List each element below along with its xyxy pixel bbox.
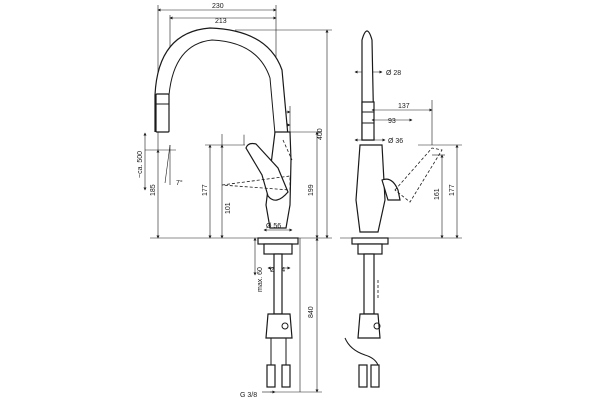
- mount-nut: [263, 243, 293, 255]
- side-hose-weight: [357, 313, 381, 339]
- side-body: [355, 144, 386, 233]
- weight-detail: [281, 322, 289, 330]
- spray-head: [155, 93, 170, 133]
- side-spray-head: [361, 101, 375, 141]
- dim-overall-reach: 230: [212, 3, 224, 10]
- shank: [273, 253, 283, 315]
- side-fitting-right: [370, 364, 380, 388]
- angle-line: [164, 144, 171, 184]
- hose-weight: [265, 313, 293, 339]
- dim-body-dia: Ø 36: [388, 138, 403, 145]
- base-plate: [257, 237, 299, 245]
- side-mount-nut: [357, 243, 383, 255]
- hose-fitting-right: [281, 364, 291, 388]
- dim-93: 93: [388, 118, 396, 125]
- dim-base-dia: Ø 56: [266, 223, 281, 230]
- dim-840: 840: [308, 306, 315, 318]
- dim-161: 161: [434, 188, 441, 200]
- side-shank: [363, 253, 375, 315]
- dim-angle: 7°: [176, 179, 183, 187]
- dim-height-400: 400: [317, 128, 324, 140]
- handle-open-position: [221, 175, 291, 191]
- dim-101: 101: [225, 202, 232, 214]
- dim-137: 137: [398, 103, 410, 110]
- side-weight-detail: [373, 322, 381, 330]
- side-fitting-left: [358, 364, 368, 388]
- side-lever-open: [394, 147, 443, 203]
- side-lever: [381, 178, 401, 201]
- side-base-plate: [351, 237, 389, 245]
- dim-spout-reach: 213: [215, 18, 227, 25]
- side-supply-hose: [344, 337, 379, 366]
- dim-thread: G 3/8: [240, 392, 257, 399]
- dim-side-177: 177: [449, 184, 456, 196]
- dim-hose: ~ca. 500: [137, 151, 144, 178]
- dim-spout-dia: Ø 28: [386, 70, 401, 77]
- spout-inner: [168, 39, 276, 135]
- hose-fitting-left: [266, 364, 276, 388]
- dim-height-185: 185: [150, 184, 157, 196]
- lever-handle: [245, 142, 289, 201]
- side-view: Ø 28 137 93 Ø 36 161 177: [340, 30, 462, 388]
- front-view: 230 213 400 199 840 108 71 177 101 185: [137, 3, 332, 399]
- dim-max-60: max. 60: [257, 267, 264, 292]
- spout-outer: [154, 27, 289, 137]
- dim-height-177: 177: [202, 184, 209, 196]
- handle-dashed: [282, 139, 293, 161]
- dim-height-199: 199: [308, 184, 315, 196]
